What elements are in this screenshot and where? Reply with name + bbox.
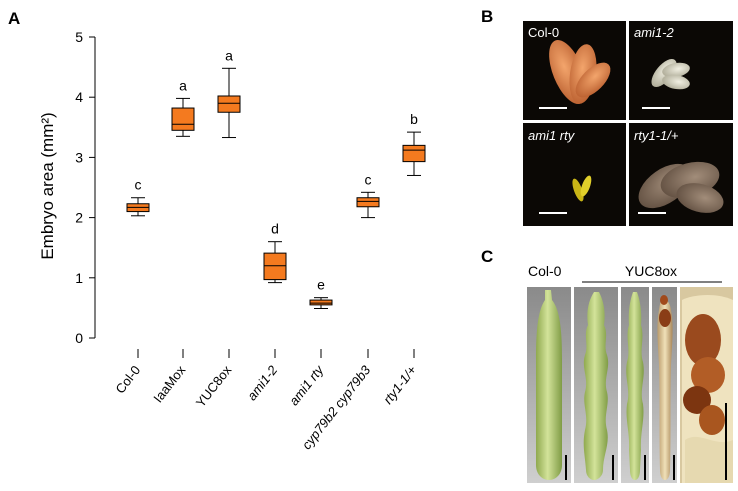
x-tick-label: ami1 rty xyxy=(286,361,327,408)
fruit-label-yuc8ox: YUC8ox xyxy=(625,263,677,279)
embryo-yellow xyxy=(572,175,592,202)
embryo-orange xyxy=(549,39,611,105)
micrograph-col0: Col-0 xyxy=(523,21,626,120)
significance-letter: c xyxy=(135,177,142,193)
micrograph-ami1-2: ami1-2 xyxy=(629,21,733,120)
fruit-photo-yuc8ox-1 xyxy=(574,287,618,483)
panel-letter-c: C xyxy=(481,247,493,266)
micrograph-label-3: rty1-1/+ xyxy=(634,128,679,143)
fruit-photo-yuc8ox-closeup xyxy=(680,287,733,483)
significance-letter: a xyxy=(179,77,187,93)
y-tick-label: 2 xyxy=(75,210,83,226)
y-tick-label: 0 xyxy=(75,330,83,346)
fruit-photo-col0 xyxy=(527,287,571,483)
y-tick-label: 4 xyxy=(75,89,83,105)
micrograph-label-1: ami1-2 xyxy=(634,25,675,40)
y-tick-label: 5 xyxy=(75,29,83,45)
significance-letter: b xyxy=(410,111,418,127)
micrograph-rty1-1: rty1-1/+ xyxy=(629,123,733,226)
significance-letter: c xyxy=(365,171,372,187)
micrograph-label-2: ami1 rty xyxy=(528,128,576,143)
micrograph-label-0: Col-0 xyxy=(528,25,559,40)
micrograph-grid: Col-0 ami1-2 ami1 rty xyxy=(523,21,733,226)
box-4: e xyxy=(309,277,333,310)
embryo-pale xyxy=(651,58,690,90)
box-iqr xyxy=(356,197,380,208)
panel-letter-b: B xyxy=(481,7,493,26)
significance-letter: d xyxy=(271,221,279,237)
box-6: b xyxy=(402,111,426,176)
box-iqr xyxy=(171,107,195,131)
fruit-photo-yuc8ox-3 xyxy=(652,287,677,483)
y-axis-title: Embryo area (mm²) xyxy=(38,112,57,259)
fruit-photo-yuc8ox-2 xyxy=(621,287,649,483)
panel-letter-a: A xyxy=(8,9,20,28)
y-axis: 0 1 2 3 4 5 xyxy=(75,29,96,346)
embryo-brown xyxy=(638,161,724,213)
box-iqr xyxy=(309,299,333,306)
box-3: d xyxy=(263,221,287,284)
x-tick-label: ami1-2 xyxy=(244,362,281,403)
fruit-label-col0: Col-0 xyxy=(528,263,562,279)
box-0: c xyxy=(126,177,150,217)
box-series: c a a d e c b xyxy=(126,47,426,310)
box-5: c xyxy=(356,171,380,219)
x-tick-label: rty1-1/+ xyxy=(380,362,419,407)
box-iqr xyxy=(402,144,426,163)
box-iqr xyxy=(263,252,287,281)
x-tick-label: Col-0 xyxy=(112,363,143,397)
micrograph-ami1-rty: ami1 rty xyxy=(523,123,626,226)
box-1: a xyxy=(171,77,195,137)
fruit-photo-strip xyxy=(527,287,733,483)
significance-letter: e xyxy=(317,277,325,293)
box-2: a xyxy=(217,47,241,139)
box-iqr xyxy=(217,95,241,113)
significance-letter: a xyxy=(225,47,233,63)
y-tick-label: 1 xyxy=(75,270,83,286)
x-tick-label: YUC8ox xyxy=(193,362,235,410)
x-tick-label: IaaMox xyxy=(150,362,188,405)
y-tick-label: 3 xyxy=(75,149,83,165)
